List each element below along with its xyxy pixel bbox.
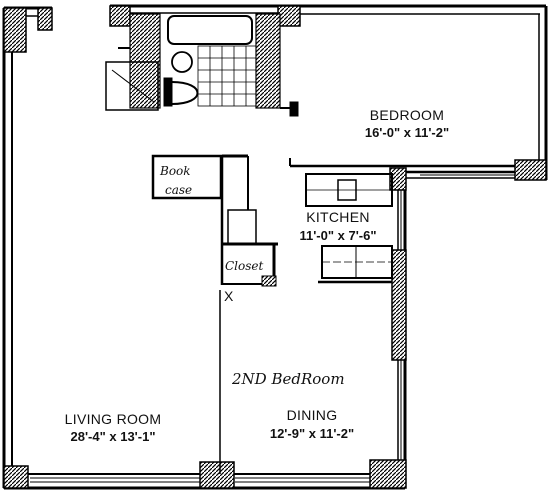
living-room-dims: 28'-4" x 13'-1" — [70, 429, 155, 444]
bedroom-dims: 16'-0" x 11'-2" — [365, 125, 449, 140]
kitchen-dims: 11'-0" x 7'-6" — [299, 228, 376, 243]
living-room-name: LIVING ROOM — [65, 411, 162, 427]
columns — [3, 5, 547, 489]
dining-name: DINING — [287, 407, 338, 423]
x-mark: X — [224, 288, 234, 304]
kitchen-name: KITCHEN — [306, 209, 370, 225]
closet-label: Closet — [225, 259, 264, 273]
windows — [30, 174, 515, 483]
kitchen-counters — [305, 173, 393, 284]
bedroom-name: BEDROOM — [370, 107, 444, 123]
bookcase: Book case — [151, 154, 223, 200]
bookcase-label-line1: Book — [159, 164, 191, 178]
dining-dims: 12'-9" x 11'-2" — [270, 426, 354, 441]
partition-walls — [219, 154, 257, 474]
closet: Closet — [222, 242, 278, 287]
second-bedroom-note: 2ND BedRoom — [231, 370, 345, 388]
bookcase-label-line2: case — [165, 183, 192, 197]
bathroom — [105, 13, 299, 117]
